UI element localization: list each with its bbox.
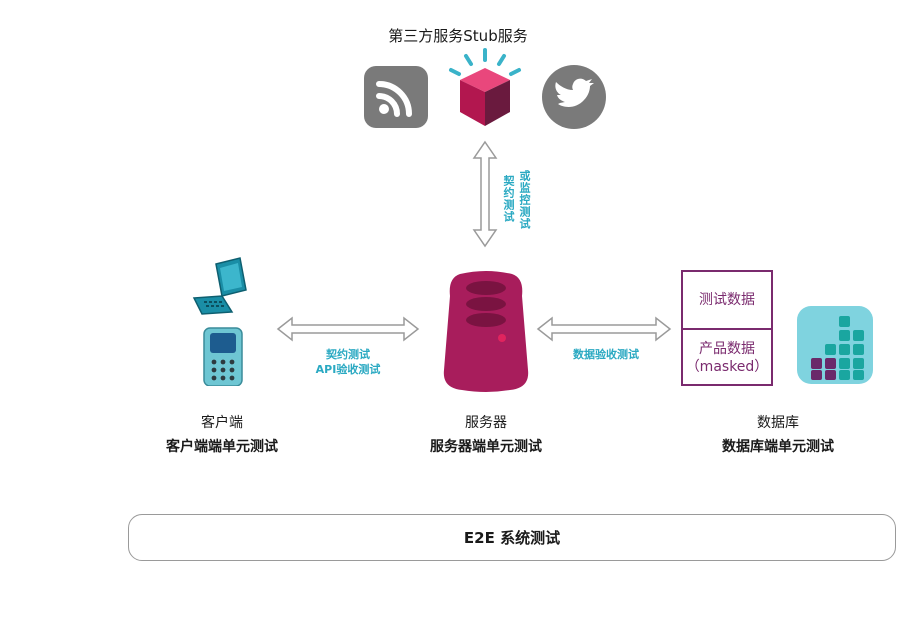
- product-data-label: 产品数据: [699, 341, 755, 357]
- client-server-line1: 契约测试: [326, 348, 370, 361]
- server-name: 服务器: [465, 415, 507, 431]
- database-icon: [797, 306, 873, 384]
- rss-icon: [364, 66, 428, 128]
- vertical-double-arrow: [472, 140, 498, 248]
- client-server-double-arrow: [276, 316, 420, 342]
- server-icon: [443, 271, 529, 392]
- e2e-system-test-bar: E2E 系统测试: [128, 514, 896, 561]
- twitter-bird-icon: [542, 65, 606, 129]
- client-test: 客户端端单元测试: [166, 439, 278, 455]
- server-db-label: 数据验收测试: [573, 348, 639, 361]
- client-devices-icon: [192, 257, 247, 386]
- test-data-cell: 测试数据: [683, 272, 771, 328]
- client-server-line2: API验收测试: [315, 363, 381, 376]
- vertical-link-left-text: 契约测试: [502, 175, 515, 223]
- data-box: 测试数据 产品数据 （masked）: [681, 270, 773, 386]
- cube-icon: [449, 48, 521, 126]
- masked-label: （masked）: [685, 359, 769, 375]
- server-test: 服务器端单元测试: [430, 439, 542, 455]
- test-data-label: 测试数据: [699, 292, 755, 308]
- vertical-link-right-text: 或监控测试: [518, 170, 531, 230]
- server-db-double-arrow: [536, 316, 672, 342]
- e2e-label: E2E 系统测试: [463, 529, 561, 547]
- client-name: 客户端: [201, 415, 243, 431]
- third-party-title: 第三方服务Stub服务: [388, 27, 528, 45]
- database-name: 数据库: [757, 415, 799, 431]
- database-test: 数据库端单元测试: [722, 439, 834, 455]
- product-data-cell: 产品数据 （masked）: [683, 328, 771, 386]
